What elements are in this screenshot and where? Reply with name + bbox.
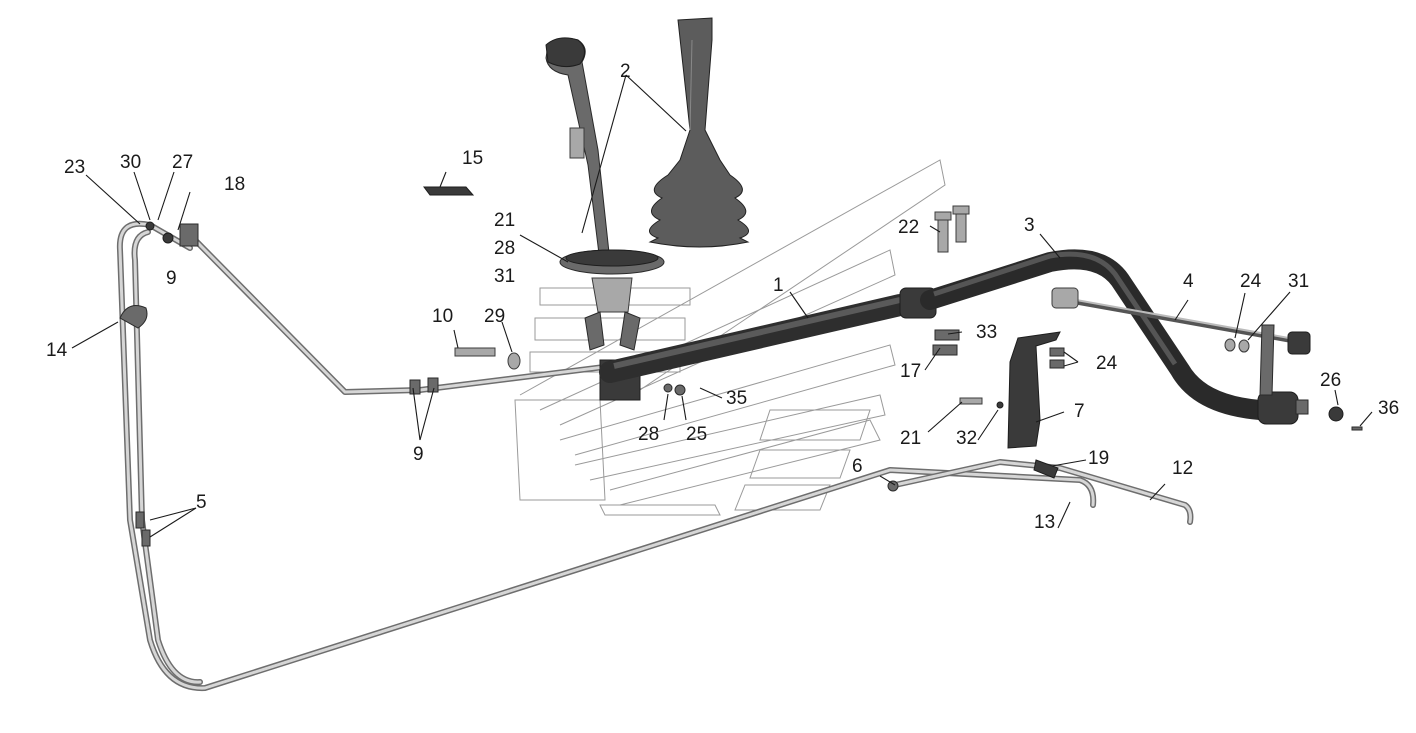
callout-21-lever: 21 (494, 210, 515, 231)
callout-32: 32 (956, 428, 977, 449)
callout-21-bolt: 21 (900, 428, 921, 449)
rod-4 (1051, 287, 1311, 396)
callout-14: 14 (46, 340, 68, 361)
small-hardware (454, 205, 1363, 431)
callout-24-bracket: 24 (1096, 353, 1118, 374)
callout-2: 2 (620, 61, 631, 82)
callout-10: 10 (432, 306, 453, 327)
pipe-line-upper (192, 237, 663, 395)
callout-25: 25 (686, 424, 707, 445)
callout-23: 23 (64, 157, 85, 178)
callout-33: 33 (976, 322, 997, 343)
callout-24-right: 24 (1240, 271, 1262, 292)
callout-18: 18 (224, 174, 245, 195)
pipe-inner-loop (131, 229, 203, 686)
callout-7: 7 (1074, 401, 1085, 422)
callout-15: 15 (462, 148, 483, 169)
pipe-fittings (119, 221, 1059, 547)
callout-36: 36 (1378, 398, 1399, 419)
pipe-line-5 (116, 220, 1097, 692)
intermediate-rod-3 (920, 249, 1309, 425)
callout-13: 13 (1034, 512, 1055, 533)
callout-28-rod: 28 (638, 424, 659, 445)
callout-labels: 1 2 3 4 5 6 7 9 9 10 12 13 14 15 17 18 1… (46, 61, 1399, 533)
callout-1: 1 (773, 275, 784, 296)
pipe-line-12 (892, 459, 1194, 525)
callout-30: 30 (120, 152, 141, 173)
shift-rod-1 (599, 287, 937, 383)
callout-9-left: 9 (166, 268, 177, 289)
callout-28-lever: 28 (494, 238, 515, 259)
callout-19: 19 (1088, 448, 1109, 469)
plate-15 (423, 186, 475, 196)
callout-35: 35 (726, 388, 747, 409)
lever-base-and-fork (559, 249, 665, 401)
callout-26: 26 (1320, 370, 1341, 391)
callout-3: 3 (1024, 215, 1035, 236)
leader-lines (71, 74, 1373, 538)
callout-29: 29 (484, 306, 505, 327)
callout-27: 27 (172, 152, 193, 173)
callout-9-bottom: 9 (413, 444, 424, 465)
callout-12: 12 (1172, 458, 1193, 479)
cab-floor-ghost-outline (514, 159, 946, 516)
callout-4: 4 (1183, 271, 1194, 292)
callout-31-lever: 31 (494, 266, 515, 287)
callout-5: 5 (196, 492, 207, 513)
callout-6: 6 (852, 456, 863, 477)
callout-17: 17 (900, 361, 921, 382)
lever-boot (648, 17, 750, 248)
callout-22: 22 (898, 217, 919, 238)
gear-lever (545, 37, 611, 263)
callout-31-right: 31 (1288, 271, 1309, 292)
